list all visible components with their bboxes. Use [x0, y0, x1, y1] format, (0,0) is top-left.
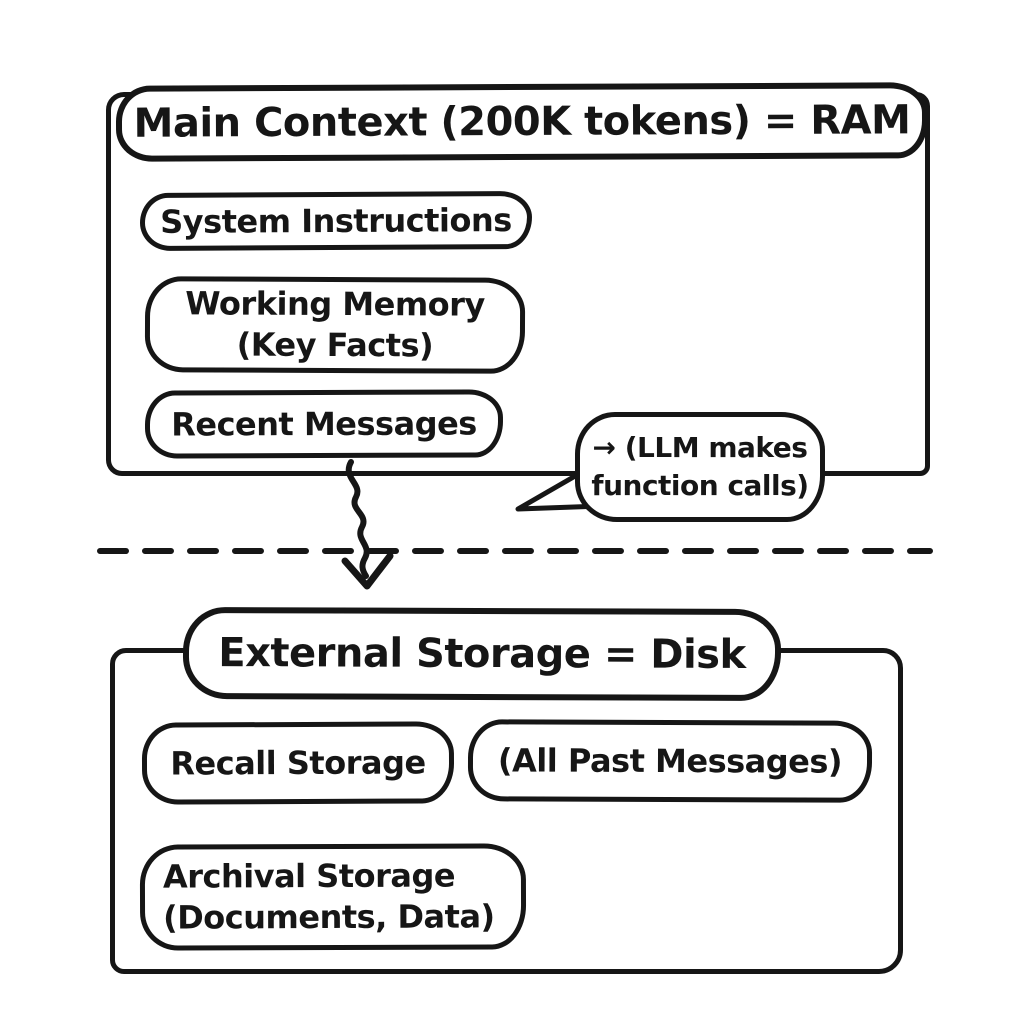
flow-squiggle-arrow [345, 459, 370, 579]
working-memory-label-line2: (Key Facts) [236, 325, 434, 365]
archival-storage-label-line2: (Documents, Data) [163, 897, 495, 937]
recall-storage-label: Recall Storage [170, 743, 426, 783]
recent-messages-box: Recent Messages [144, 389, 504, 459]
all-past-messages-box: (All Past Messages) [467, 719, 873, 803]
external-storage-title: External Storage = Disk [182, 606, 782, 702]
system-instructions-box: System Instructions [139, 190, 533, 252]
main-context-title-label: Main Context (200K tokens) = RAM [133, 97, 911, 147]
flow-arrowhead-icon [341, 552, 394, 590]
archival-storage-box: Archival Storage (Documents, Data) [139, 843, 527, 951]
all-past-messages-label: (All Past Messages) [497, 741, 843, 781]
llm-function-calls-bubble: → (LLM makes function calls) [575, 412, 825, 522]
working-memory-box: Working Memory (Key Facts) [144, 276, 526, 374]
recall-storage-box: Recall Storage [141, 721, 455, 805]
llm-function-calls-line1: → (LLM makes [592, 431, 808, 465]
llm-function-calls-line2: function calls) [591, 469, 809, 502]
recent-messages-label: Recent Messages [171, 404, 477, 444]
main-context-title: Main Context (200K tokens) = RAM [115, 82, 929, 162]
system-instructions-label: System Instructions [160, 201, 512, 241]
external-storage-title-label: External Storage = Disk [218, 630, 746, 678]
working-memory-label-line1: Working Memory [185, 284, 485, 324]
archival-storage-label-line1: Archival Storage [162, 856, 456, 896]
